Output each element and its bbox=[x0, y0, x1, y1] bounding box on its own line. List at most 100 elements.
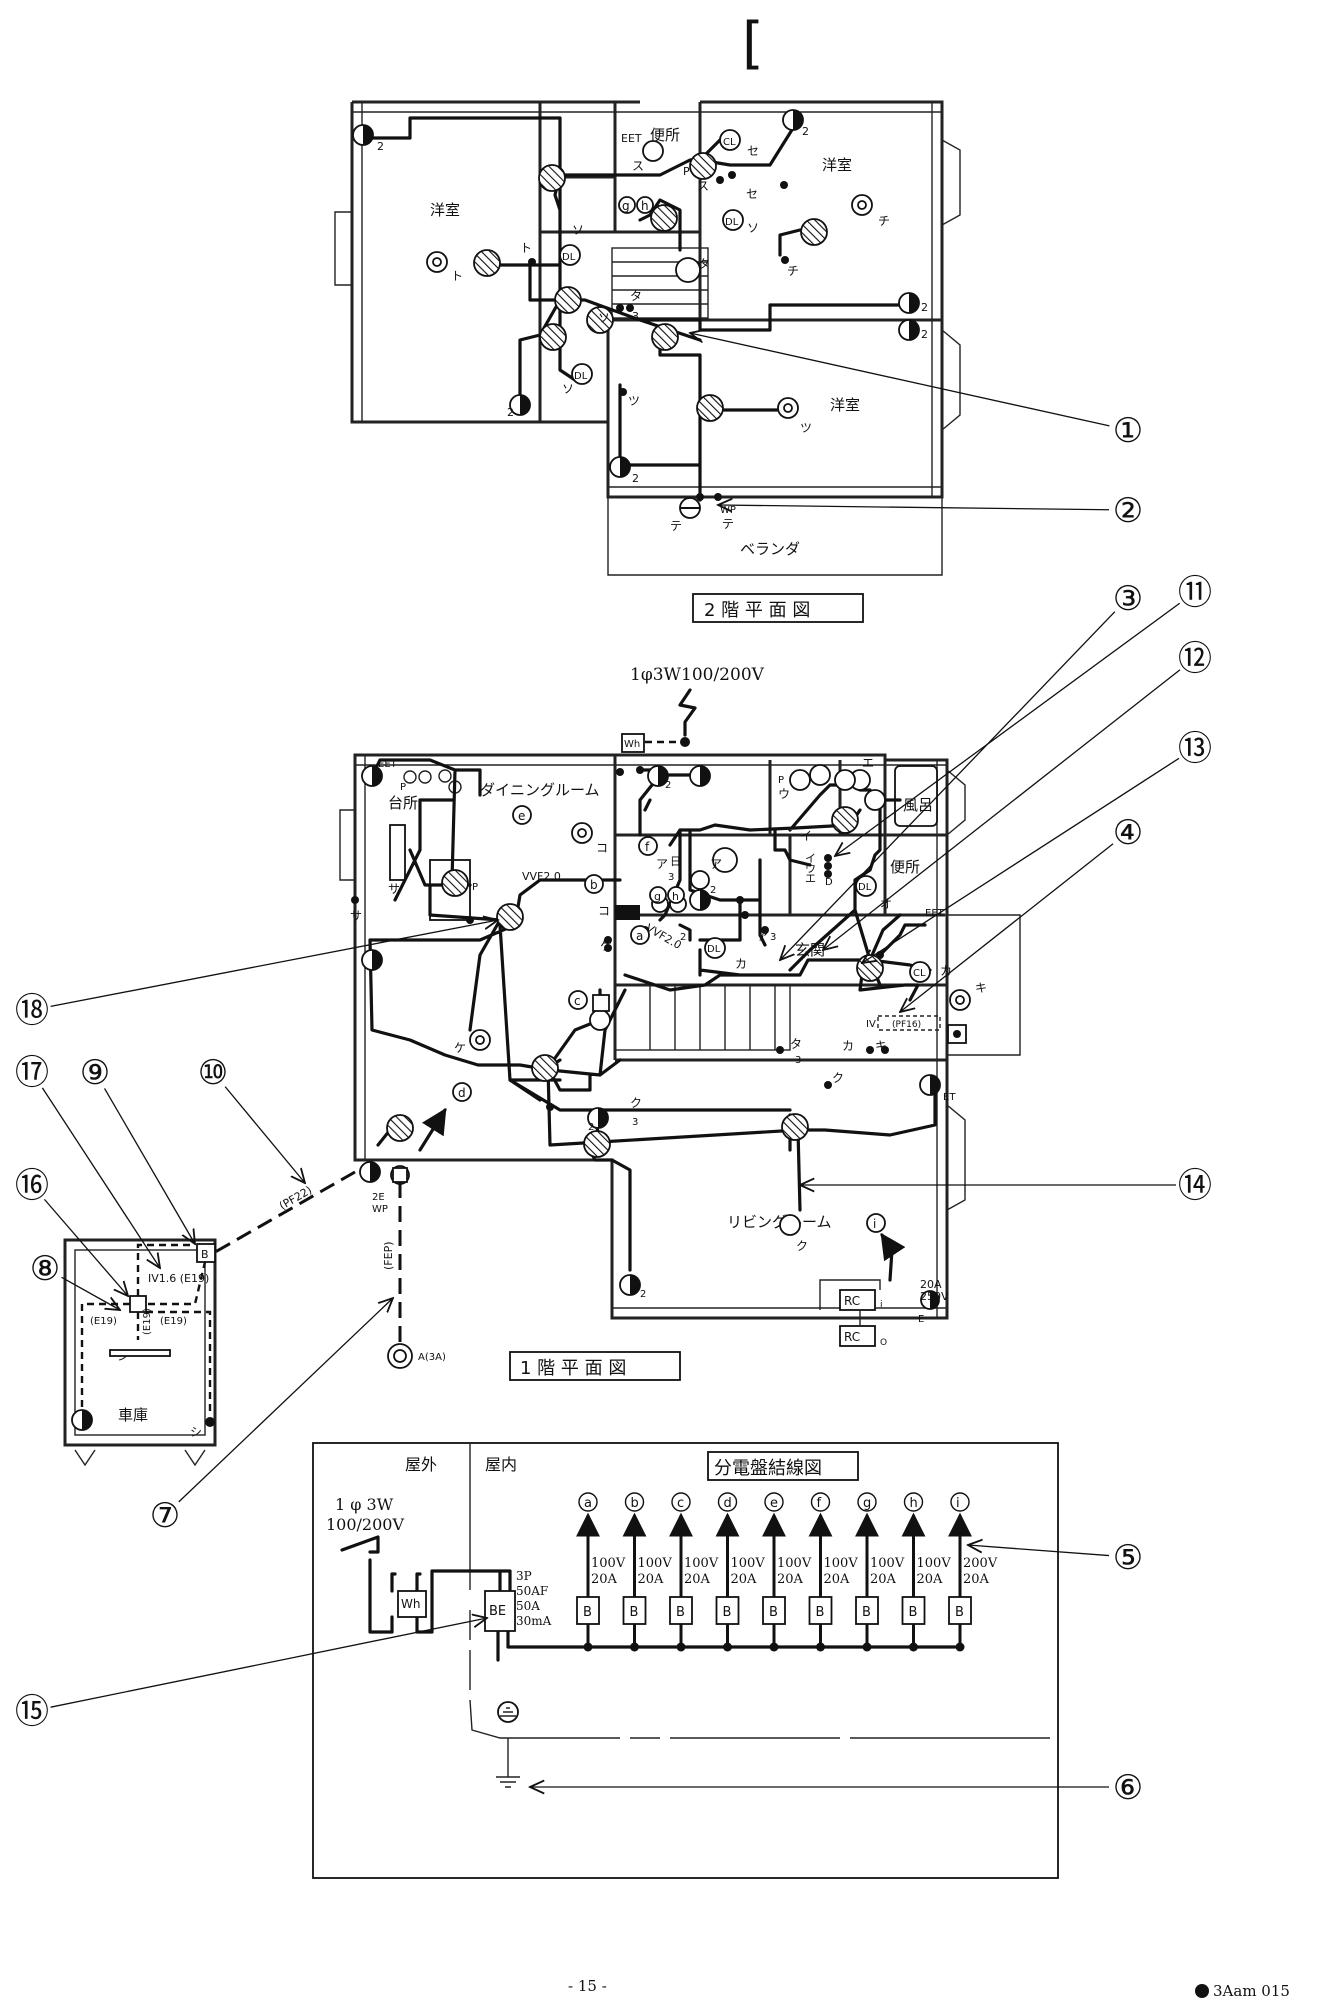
f1-sa-b: サ bbox=[350, 909, 362, 923]
f1-shi-b: シ bbox=[190, 1425, 202, 1439]
circuit-tag-circle bbox=[810, 1492, 831, 1512]
circuit-tag-f: f bbox=[817, 1496, 822, 1511]
bus-node bbox=[630, 1642, 639, 1652]
cable-e19-c: (E19) bbox=[142, 1308, 153, 1335]
callout-4[interactable]: ④ bbox=[1113, 813, 1143, 853]
callout-leader bbox=[835, 602, 1181, 856]
tag-f: f bbox=[645, 840, 650, 854]
callout-17[interactable]: ⑰ bbox=[15, 1053, 49, 1093]
panel-be: BE bbox=[489, 1604, 506, 1619]
callout-7[interactable]: ⑦ bbox=[150, 1496, 180, 1536]
f1-a3a: A(3A) bbox=[418, 1352, 446, 1363]
callout-leader bbox=[103, 1088, 195, 1244]
f1-ka-c: カ bbox=[842, 1039, 854, 1053]
circuit-current: 20A bbox=[963, 1572, 990, 1587]
bus-node bbox=[862, 1642, 872, 1652]
circuit-tag-i: i bbox=[956, 1496, 960, 1511]
be-spec-4: 30mA bbox=[516, 1614, 552, 1628]
circuit-voltage: 100V bbox=[870, 1556, 905, 1571]
circuit-voltage: 100V bbox=[917, 1556, 952, 1571]
callout-11[interactable]: ⑪ bbox=[1178, 573, 1212, 613]
f1-moon: 日 bbox=[670, 855, 681, 868]
circuit-current: 20A bbox=[731, 1572, 758, 1587]
breaker-label: B bbox=[909, 1605, 918, 1620]
callout-leader bbox=[823, 669, 1181, 950]
supply-label: 1φ3W100/200V bbox=[630, 665, 765, 685]
callout-1[interactable]: ① bbox=[1113, 411, 1143, 451]
callout-6[interactable]: ⑥ bbox=[1113, 1768, 1143, 1808]
f1-wp2e: 2E bbox=[372, 1192, 385, 1203]
circuit-tags: e b c d f a g h i bbox=[452, 805, 886, 1233]
circuit-current: 20A bbox=[824, 1572, 851, 1587]
wh-meter-1f: Wh bbox=[624, 739, 640, 750]
callout-15[interactable]: ⑮ bbox=[15, 1692, 49, 1732]
room-living: リビングルーム bbox=[727, 1213, 832, 1231]
cable-e19-a: (E19) bbox=[90, 1316, 117, 1327]
bus-node bbox=[723, 1642, 732, 1652]
f2-so-b: ソ bbox=[598, 311, 610, 325]
callout-12[interactable]: ⑫ bbox=[1178, 639, 1212, 679]
f2-to-b: ト bbox=[520, 241, 532, 255]
tag-e: e bbox=[518, 809, 525, 823]
callout-leader bbox=[968, 1545, 1110, 1557]
callout-5[interactable]: ⑤ bbox=[1113, 1538, 1143, 1578]
callout-10[interactable]: ⑩ bbox=[198, 1053, 228, 1093]
page-number: - 15 - bbox=[568, 1977, 607, 1995]
callout-leader bbox=[224, 1086, 305, 1183]
circuit-tag-circle bbox=[578, 1492, 598, 1512]
svg-text:DL: DL bbox=[707, 944, 721, 955]
panel-supply-1: 1 φ 3W bbox=[335, 1495, 394, 1514]
f1-i-a: イ bbox=[800, 829, 812, 843]
cable-iv: IV bbox=[866, 1019, 876, 1030]
breaker-label: B bbox=[816, 1605, 825, 1620]
floor1-title: 1 階 平 面 図 bbox=[520, 1358, 626, 1379]
f1-sa-a: サ bbox=[388, 882, 400, 896]
svg-text:DL: DL bbox=[858, 882, 872, 893]
callout-8[interactable]: ⑧ bbox=[30, 1249, 60, 1289]
f1-p-c: P bbox=[778, 775, 784, 786]
tag-d: d bbox=[458, 1086, 466, 1100]
callout-18[interactable]: ⑱ bbox=[15, 991, 49, 1031]
f1-e: E bbox=[918, 1314, 924, 1325]
f1-ko-a: コ bbox=[596, 841, 608, 855]
f1-ka-b: カ bbox=[940, 964, 952, 978]
tag-g: g bbox=[654, 890, 661, 903]
f2-two-c: 2 bbox=[921, 301, 928, 314]
f1-ku-c: ク bbox=[796, 1239, 808, 1253]
f1-p-a: P bbox=[400, 782, 406, 793]
f1-ke-a: ケ bbox=[454, 1041, 466, 1055]
tag-b: b bbox=[590, 878, 598, 892]
circuit-tag-d: d bbox=[724, 1496, 732, 1511]
f2-chi-a: チ bbox=[878, 214, 890, 228]
circuit-tag-circle bbox=[671, 1492, 691, 1512]
callout-leader bbox=[43, 1198, 128, 1296]
callout-9[interactable]: ⑨ bbox=[80, 1053, 110, 1093]
callout-3[interactable]: ③ bbox=[1113, 579, 1143, 619]
callout-13[interactable]: ⑬ bbox=[1178, 729, 1212, 769]
f1-two-b: 2 bbox=[710, 885, 716, 896]
callout-leader bbox=[900, 843, 1114, 1012]
f1-three-c: 3 bbox=[795, 1055, 801, 1066]
f2-chi-b: チ bbox=[787, 264, 799, 278]
f1-a-c: ア bbox=[757, 929, 769, 943]
svg-text:DL: DL bbox=[574, 371, 588, 382]
f1-ta: タ bbox=[790, 1037, 802, 1051]
callout-14[interactable]: ⑭ bbox=[1178, 1166, 1212, 1206]
circuit-tag-circle bbox=[903, 1492, 924, 1512]
f2-three: 3 bbox=[632, 310, 639, 323]
circuit-current: 20A bbox=[870, 1572, 897, 1587]
be-spec-2: 50AF bbox=[516, 1584, 548, 1598]
callout-2[interactable]: ② bbox=[1113, 491, 1143, 531]
circuit-tag-a: a bbox=[584, 1496, 592, 1511]
circuit-tag-h: h bbox=[910, 1496, 918, 1511]
callout-16[interactable]: ⑯ bbox=[15, 1166, 49, 1206]
callout-leader bbox=[50, 920, 498, 1008]
cable-iv16: IV1.6 (E19) bbox=[148, 1272, 209, 1285]
f1-ka-a: カ bbox=[735, 957, 747, 971]
tag-i: i bbox=[873, 1217, 876, 1231]
f2-ta-b: タ bbox=[630, 289, 642, 303]
f1-three-a: 3 bbox=[668, 872, 674, 883]
circuit-current: 20A bbox=[591, 1572, 618, 1587]
cable-vvf-a: VVF2.0 bbox=[522, 870, 561, 883]
